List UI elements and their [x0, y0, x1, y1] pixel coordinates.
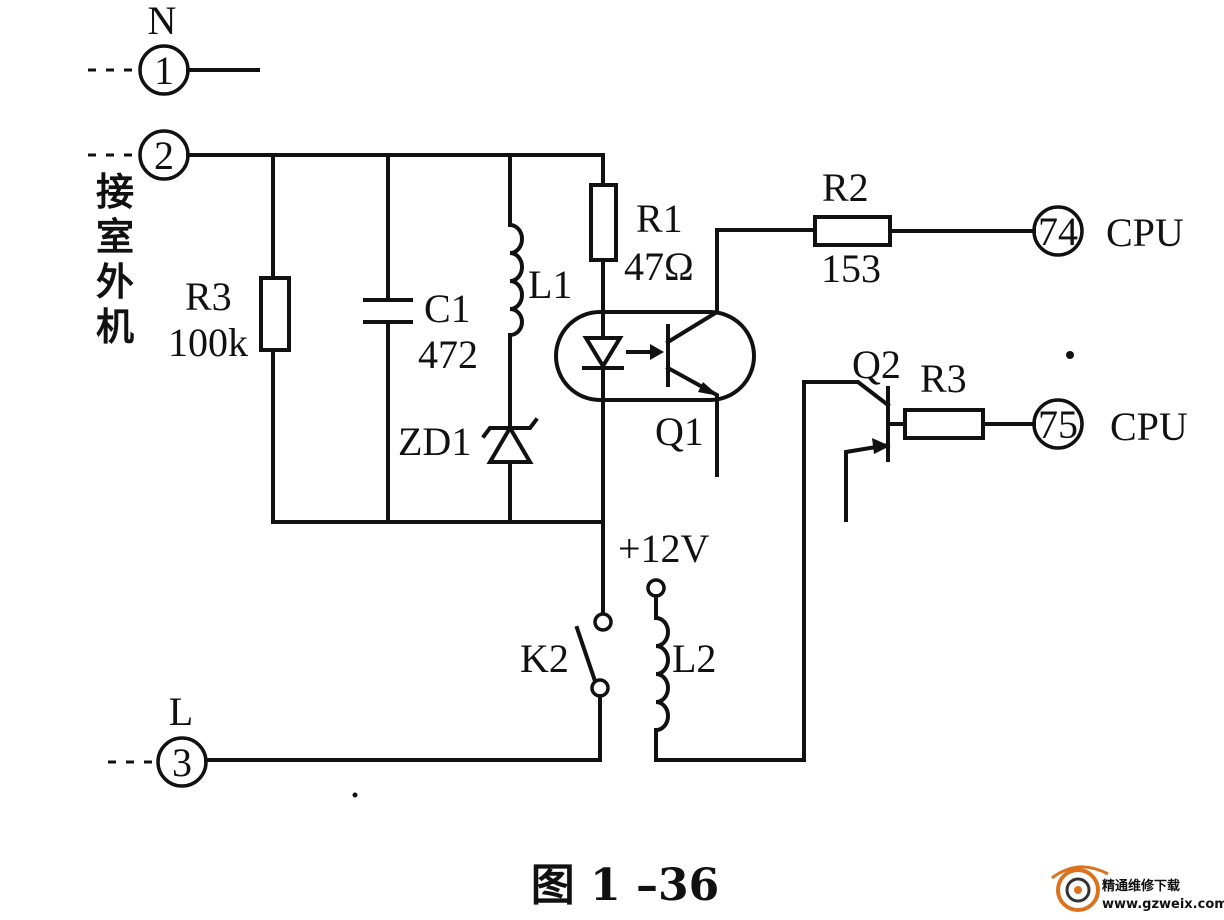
terminal-75-target: CPU — [1110, 404, 1188, 449]
r1-name: R1 — [636, 196, 683, 241]
terminal-1-label: N — [148, 0, 177, 43]
figure-caption: 图 1 –36 — [531, 860, 719, 911]
r3-left-value: 100k — [168, 320, 248, 365]
resistor-r1: R1 47Ω — [589, 183, 694, 337]
r2-value: 153 — [821, 246, 881, 291]
l2-name: L2 — [672, 636, 716, 681]
l1-name: L1 — [528, 262, 572, 307]
q2-name: Q2 — [852, 342, 901, 387]
terminal-74-target: CPU — [1106, 210, 1184, 255]
supply-label: +12V — [618, 526, 710, 571]
outdoor-unit-label: 接 室 外 机 — [96, 170, 134, 349]
scan-speck — [1066, 351, 1074, 359]
k2-name: K2 — [520, 636, 569, 681]
c1-value: 472 — [418, 332, 478, 377]
terminal-74: 74 CPU — [1032, 205, 1184, 257]
terminal-75-number: 75 — [1038, 402, 1078, 447]
r3-left-name: R3 — [185, 274, 232, 319]
scan-speck — [352, 792, 358, 798]
side-char-2: 室 — [96, 215, 134, 259]
resistor-r3-right: R3 — [903, 356, 1036, 440]
resistor-r3-left: R3 100k — [168, 274, 291, 365]
terminal-1: 1 N — [88, 0, 260, 96]
n-bus-wiring — [186, 153, 605, 524]
inductor-l1: L1 — [507, 222, 572, 338]
side-char-1: 接 — [96, 170, 134, 214]
terminal-75: 75 CPU — [1032, 398, 1188, 450]
terminal-3: 3 L — [108, 689, 208, 788]
r1-value: 47Ω — [624, 244, 694, 289]
watermark: 精通维修下载 www.gzweix.com — [1051, 865, 1224, 912]
watermark-url: www.gzweix.com — [1102, 897, 1224, 912]
side-char-3: 外 — [96, 260, 134, 304]
watermark-brand: 精通维修下载 — [1102, 878, 1180, 894]
side-char-4: 机 — [96, 305, 134, 349]
terminal-2-number: 2 — [154, 133, 174, 178]
c1-name: C1 — [424, 286, 471, 331]
terminal-3-label: L — [169, 689, 193, 734]
watermark-logo-icon — [1056, 868, 1100, 912]
terminal-74-number: 74 — [1038, 209, 1078, 254]
relay-contact-k2: K2 — [204, 520, 613, 762]
transistor-q2: Q2 — [654, 342, 907, 762]
terminal-1-number: 1 — [154, 48, 174, 93]
optocoupler-q1: Q1 — [554, 228, 817, 524]
zd1-name: ZD1 — [398, 419, 471, 464]
resistor-r2: R2 153 — [813, 165, 1036, 291]
q1-name: Q1 — [655, 409, 704, 454]
relay-coil-l2: +12V L2 — [618, 526, 716, 733]
capacitor-c1: C1 472 — [363, 286, 478, 377]
r2-name: R2 — [822, 165, 869, 210]
terminal-3-number: 3 — [172, 740, 192, 785]
r3-right-name: R3 — [920, 356, 967, 401]
zener-zd1: ZD1 — [398, 417, 539, 464]
